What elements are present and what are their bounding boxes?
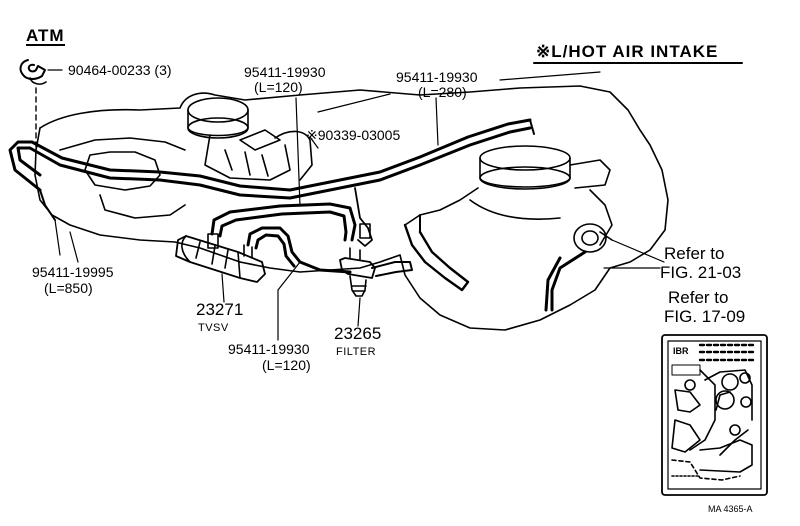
ref-2-line-2: FIG. 17-09 <box>664 307 746 326</box>
tvsv-part-number: 23271 <box>196 300 244 319</box>
tvsv-name: TVSV <box>198 322 229 334</box>
hose-280-part-number: 95411-19930 <box>396 69 478 85</box>
clip-shape <box>19 59 46 80</box>
filter-shape <box>339 257 376 279</box>
ref-2-line-1: Refer to <box>668 288 729 307</box>
hose-280-length: (L=280) <box>418 84 467 100</box>
hose-850 <box>16 126 532 200</box>
engine-outline <box>39 85 669 331</box>
hose-120-top-part-number: 95411-19930 <box>244 64 326 80</box>
section-label: ATM <box>26 26 65 46</box>
decal-label: IBR <box>673 346 689 356</box>
filter-part-number: 23265 <box>334 324 382 343</box>
hose-120-bottom-length: (L=120) <box>262 357 311 373</box>
filter-name: FILTER <box>336 346 377 358</box>
hose-850-part-number: 95411-19995 <box>32 264 114 280</box>
clip-part-number: 90464-00233 (3) <box>68 62 172 78</box>
hose-850-length: (L=850) <box>44 280 93 296</box>
vacuum-fitting-part-number: ※90339-03005 <box>306 127 401 143</box>
ref-1-line-2: FIG. 21-03 <box>660 263 742 282</box>
variant-label: ※L/HOT AIR INTAKE <box>536 42 719 61</box>
hose-120-bottom-part-number: 95411-19930 <box>228 341 310 357</box>
ref-1-line-1: Refer to <box>664 244 725 263</box>
drawing-code: MA 4365-A <box>708 504 753 514</box>
emission-decal-icon <box>661 334 768 496</box>
hose-120-top-length: (L=120) <box>254 79 303 95</box>
tvsv-shape <box>175 235 266 283</box>
